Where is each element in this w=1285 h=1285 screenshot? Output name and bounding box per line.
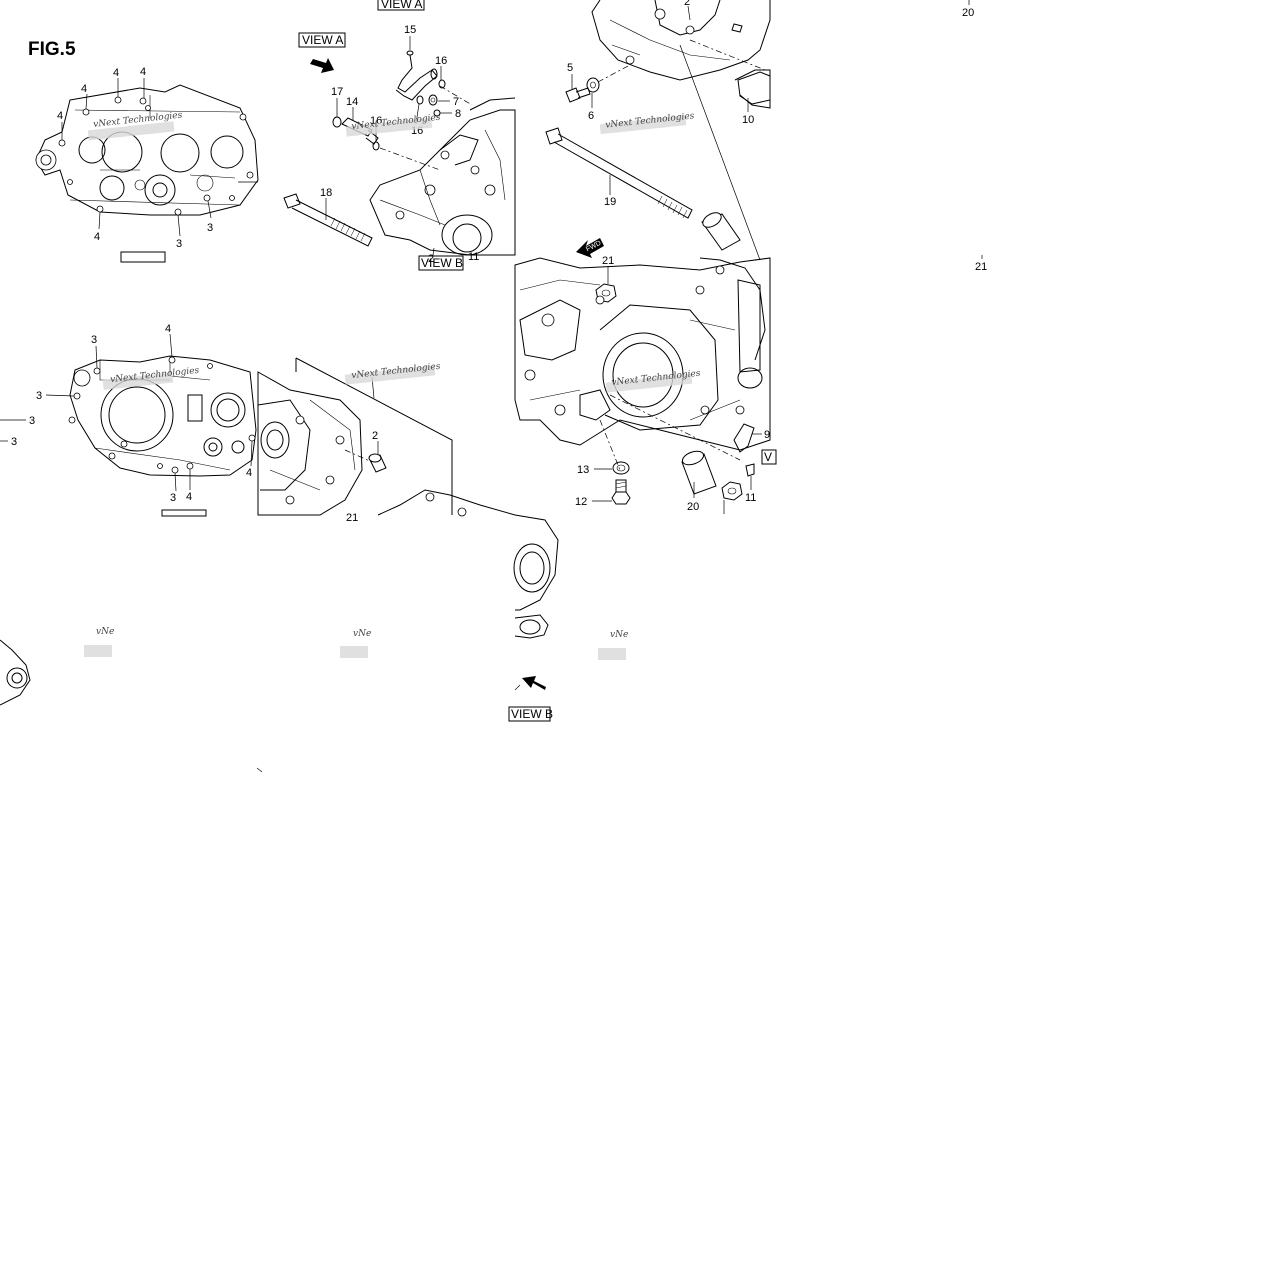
callout-label: 2 [372,430,378,442]
crankcase-lower-fragment [513,514,559,691]
callout-label: 20 [962,7,974,19]
watermark: vNext Technologies [344,362,441,385]
nut-11-lower [721,463,755,514]
view-b-arrow-icon [522,676,546,690]
callout-label: 18 [320,187,332,199]
svg-text:VIEW B: VIEW B [421,256,463,270]
crankcase-middle-left [0,333,257,517]
bolt-5-washer-6 [565,64,631,108]
callout-label: 3 [36,390,42,402]
view-b-label-upper: VIEW B [418,255,464,271]
callout-label: 2 [428,253,434,265]
crankcase-upper-middle [369,97,516,263]
callout-label: 5 [567,62,573,74]
svg-text:vNe: vNe [610,630,628,640]
fwd-badge: FWD [576,238,604,258]
callout-label: 12 [575,496,587,508]
callout-label: 10 [742,114,754,126]
svg-text:VIEW B: VIEW B [511,707,553,721]
view-a-label: VIEW A [298,32,346,48]
washer-13 [594,461,630,475]
callout-label: 4 [186,491,192,503]
watermark: vNext Technologies [605,369,701,393]
drain-plug-12 [592,479,631,505]
callout-label: 3 [207,222,213,234]
callout-label: 13 [577,464,589,476]
callout-label: 15 [404,24,416,36]
crankcase-bottom-left-fragment [0,639,263,773]
callout-label: 4 [113,67,119,79]
callout-label: 3 [29,415,35,427]
callout-label: 8 [455,108,461,120]
callout-label: 21 [346,512,358,524]
callout-label: 3 [170,492,176,504]
callout-label: 9 [764,429,770,441]
watermark: vNext Technologies [599,111,695,135]
dowel-20-lower [681,450,717,498]
callout-label: 6 [588,110,594,122]
svg-text:VIEW A: VIEW A [381,0,422,11]
svg-text:VIEW A: VIEW A [302,33,343,47]
view-a-arrow-icon [310,58,334,73]
callout-label: 14 [346,96,358,108]
view-a-label-top: VIEW A [377,0,425,11]
callout-label: 11 [468,251,479,263]
view-b-label-lower: VIEW B [508,706,553,722]
callout-label: 4 [140,66,146,78]
callout-label: 17 [331,86,343,98]
plate-9 [733,423,762,453]
callout-label: 3 [11,436,17,448]
callout-label: 4 [246,467,252,479]
crankcase-upper-right [591,0,771,109]
figure-title: FIG.5 [28,39,76,60]
callout-label: 4 [81,83,87,95]
long-bolt-19 [545,127,693,219]
view-b-label-right: V [761,449,777,465]
callout-label: 4 [94,231,100,243]
callout-label: 21 [975,261,987,273]
bolt-18 [283,193,373,247]
callout-label: 3 [91,334,97,346]
callout-label: 2 [684,0,690,8]
callout-label: 3 [176,238,182,250]
svg-text:vNe: vNe [353,629,371,639]
svg-text:V: V [764,450,772,464]
callout-label: 4 [165,323,171,335]
callout-label: 16 [435,55,447,67]
callout-label: 20 [687,501,699,513]
watermark-fragments: vNe vNe vNe [84,627,628,660]
crankcase-right-main [514,257,771,471]
watermark: vNext Technologies [345,113,441,137]
callout-label: 21 [602,255,614,267]
dowel-20-upper [679,44,761,261]
callout-label: 19 [604,196,616,208]
callout-label: 11 [745,492,756,504]
callout-label: 4 [57,110,63,122]
bracket-10 [737,71,771,112]
svg-text:vNe: vNe [96,627,114,637]
crankcase-middle-center [257,357,516,517]
callout-label: 7 [453,96,459,108]
watermark: vNext Technologies [87,111,183,141]
crankcase-left-view [35,78,259,263]
